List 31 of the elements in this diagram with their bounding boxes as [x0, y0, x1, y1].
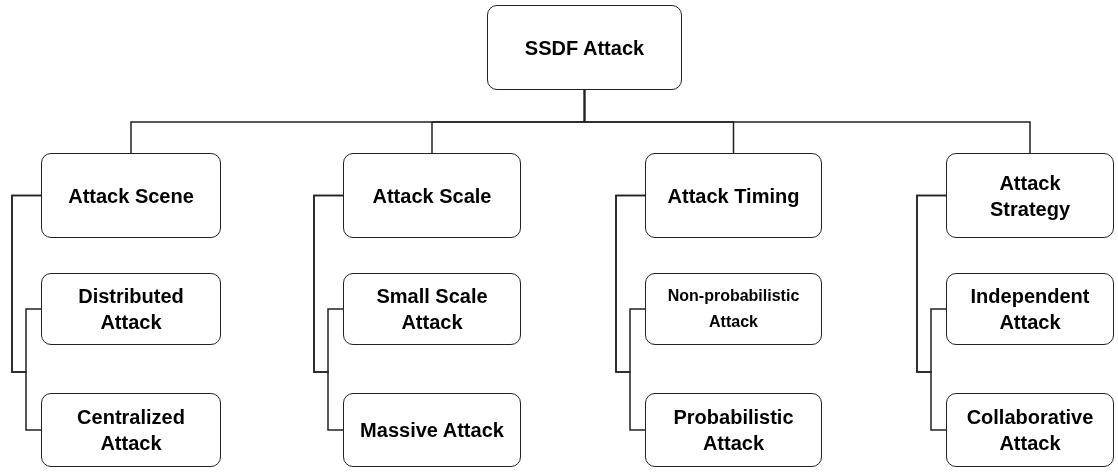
- rounded-box: [946, 153, 1114, 238]
- rounded-box: [343, 153, 521, 238]
- rounded-box: [946, 393, 1114, 467]
- rounded-box: [41, 153, 221, 238]
- rounded-box: [645, 273, 822, 345]
- connector-line: [916, 194, 947, 431]
- rounded-box: [343, 273, 521, 345]
- connector-line: [11, 194, 42, 431]
- box-label: Small Scale Attack: [375, 284, 489, 335]
- rounded-box: [487, 5, 682, 90]
- box-label: Attack Strategy: [989, 170, 1071, 222]
- rounded-box: [41, 273, 221, 345]
- box-label: Attack Timing: [667, 183, 800, 209]
- box-label: SSDF Attack: [524, 35, 645, 61]
- rounded-box: [946, 273, 1114, 345]
- box-label: Attack Scale: [372, 183, 492, 209]
- box-label: Massive Attack: [360, 418, 504, 443]
- rounded-box: [645, 153, 822, 238]
- box-label: Centralized Attack: [76, 405, 186, 456]
- rounded-box: [343, 393, 521, 467]
- box-label: Probabilistic Attack: [672, 405, 795, 456]
- connector-line: [615, 194, 646, 431]
- connector-line: [313, 194, 344, 431]
- box-label: Non-probabilistic Attack: [666, 286, 801, 332]
- box-label: Distributed Attack: [77, 284, 185, 335]
- rounded-box: [41, 393, 221, 467]
- box-label: Attack Scene: [68, 183, 194, 209]
- rounded-box: [645, 393, 822, 467]
- connector-line: [583, 89, 1031, 154]
- box-label: Independent Attack: [969, 284, 1091, 335]
- box-label: Collaborative Attack: [965, 405, 1095, 456]
